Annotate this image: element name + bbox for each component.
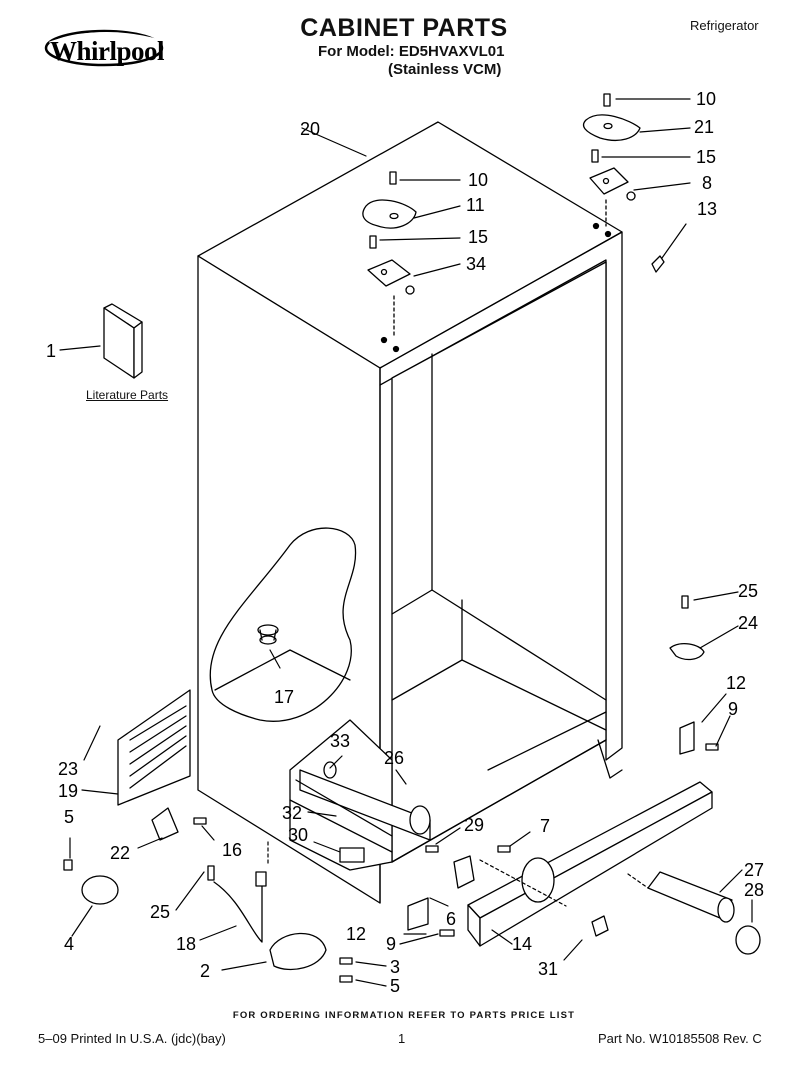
callout-14: 14 <box>512 934 533 954</box>
toe-grille <box>467 781 713 947</box>
callout-6: 6 <box>446 909 457 929</box>
callout-28: 28 <box>744 880 765 900</box>
damper-cylinder <box>647 871 761 955</box>
upper-hinge-right <box>582 93 641 227</box>
callout-15: 15 <box>696 147 717 167</box>
callout-7: 7 <box>540 816 551 836</box>
callout-26: 26 <box>384 748 405 768</box>
callout-31: 31 <box>538 959 559 979</box>
callout-22: 22 <box>110 843 131 863</box>
callout-8: 8 <box>702 173 713 193</box>
upper-hinge-left <box>362 171 417 337</box>
ordering-note: FOR ORDERING INFORMATION REFER TO PARTS … <box>232 1010 576 1021</box>
callout-32: 32 <box>282 803 303 823</box>
callout-25: 25 <box>150 902 171 922</box>
callout-16: 16 <box>222 840 243 860</box>
callout-29: 29 <box>464 815 485 835</box>
callout-33: 33 <box>330 731 351 751</box>
side-louver-panel <box>117 689 191 806</box>
whirlpool-logo: Whirlpool <box>42 26 172 70</box>
part-number: Part No. W10185508 Rev. C <box>598 1031 762 1046</box>
callout-30: 30 <box>288 825 309 845</box>
print-info: 5–09 Printed In U.S.A. (jdc)(bay) <box>38 1031 226 1046</box>
callout-2: 2 <box>200 961 211 981</box>
literature-parts-label[interactable]: Literature Parts <box>86 388 169 402</box>
logo-swirl-icon <box>44 29 164 67</box>
callout-1: 1 <box>46 341 57 361</box>
callout-5: 5 <box>390 976 401 996</box>
callout-25: 25 <box>738 581 759 601</box>
callout-19: 19 <box>58 781 79 801</box>
callout-13: 13 <box>697 199 718 219</box>
callout-34: 34 <box>466 254 487 274</box>
callout-9: 9 <box>386 934 397 954</box>
callout-27: 27 <box>744 860 765 880</box>
brand-name: Whirlpool <box>49 36 165 66</box>
callout-17: 17 <box>274 687 295 707</box>
callout-10: 10 <box>696 89 717 109</box>
callout-18: 18 <box>176 934 197 954</box>
machine-compartment-parts <box>289 719 431 871</box>
callout-12: 12 <box>346 924 367 944</box>
callout-20: 20 <box>300 119 321 139</box>
callout-3: 3 <box>390 957 401 977</box>
callout-24: 24 <box>738 613 759 633</box>
callout-10: 10 <box>468 170 489 190</box>
callout-5: 5 <box>64 807 75 827</box>
callout-12: 12 <box>726 673 747 693</box>
callout-leaders <box>59 98 753 987</box>
callout-23: 23 <box>58 759 79 779</box>
callout-4: 4 <box>64 934 75 954</box>
appliance-category: Refrigerator <box>690 18 759 33</box>
callout-15: 15 <box>468 227 489 247</box>
literature-book <box>103 303 143 379</box>
door-stop-clip <box>651 255 665 273</box>
callout-9: 9 <box>728 699 739 719</box>
model-number: For Model: ED5HVAXVL01 <box>318 43 505 60</box>
model-variant: (Stainless VCM) <box>388 61 502 78</box>
callout-21: 21 <box>694 117 715 137</box>
page-title: CABINET PARTS <box>300 14 508 42</box>
callout-11: 11 <box>466 195 485 215</box>
small-hardware <box>63 595 719 983</box>
page-number: 1 <box>398 1031 406 1046</box>
